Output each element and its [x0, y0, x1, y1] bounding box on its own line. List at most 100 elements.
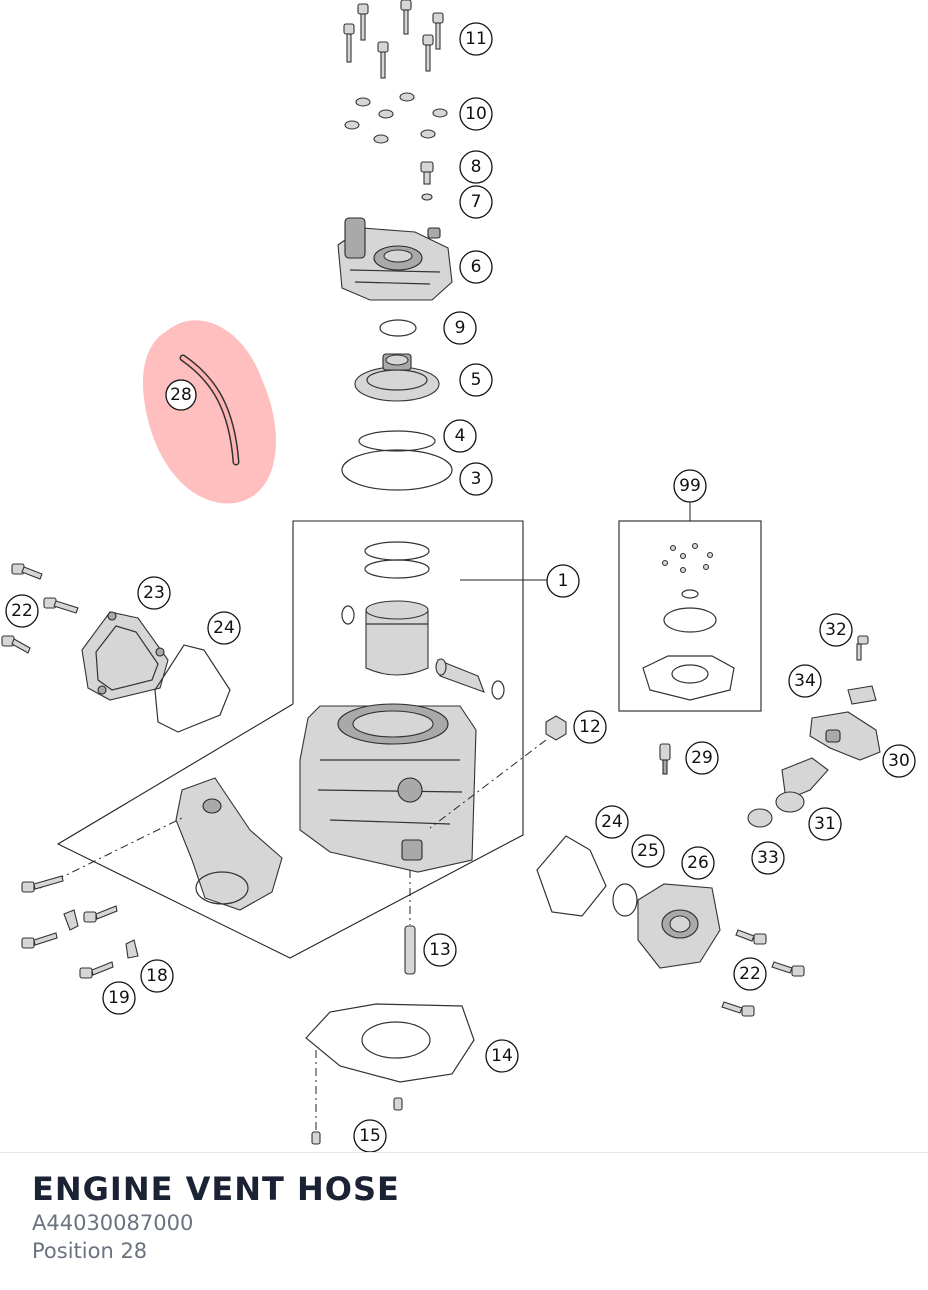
spacer-34[interactable]	[847, 685, 877, 705]
cylinder[interactable]	[299, 703, 477, 873]
o-ring-9[interactable]	[379, 319, 417, 337]
part-name: ENGINE VENT HOSE	[32, 1170, 400, 1208]
circlip-right[interactable]	[491, 680, 505, 700]
svg-text:26: 26	[687, 853, 709, 873]
stud-13[interactable]	[404, 870, 416, 975]
circlip-left[interactable]	[341, 605, 355, 625]
dowels-15[interactable]	[311, 1050, 403, 1145]
callout-14[interactable]: 14	[485, 1039, 519, 1073]
callout-13[interactable]: 13	[423, 933, 457, 967]
svg-text:13: 13	[429, 940, 451, 960]
svg-text:6: 6	[471, 257, 482, 277]
callout-34[interactable]: 34	[788, 664, 822, 698]
svg-text:5: 5	[471, 370, 482, 390]
cylinder-head-cover-6[interactable]	[337, 217, 453, 301]
svg-text:24: 24	[601, 812, 623, 832]
svg-text:4: 4	[455, 426, 466, 446]
callout-22-left[interactable]: 22	[5, 594, 39, 628]
svg-text:23: 23	[143, 583, 165, 603]
callout-99[interactable]: 99	[673, 469, 707, 503]
svg-text:9: 9	[455, 318, 466, 338]
callout-25[interactable]: 25	[631, 834, 665, 868]
cylinder-group-box	[56, 520, 548, 959]
cover-26[interactable]	[637, 883, 721, 969]
svg-text:12: 12	[579, 717, 601, 737]
piston-rings[interactable]	[364, 541, 430, 579]
callout-9[interactable]: 9	[443, 311, 477, 345]
sensor-29[interactable]	[659, 743, 671, 775]
cylinder-head-insert-5[interactable]	[354, 353, 440, 402]
callout-32[interactable]: 32	[819, 613, 853, 647]
callout-5[interactable]: 5	[459, 363, 493, 397]
svg-text:8: 8	[471, 157, 482, 177]
bolts-22-right[interactable]	[721, 929, 805, 1017]
callout-11[interactable]: 11	[459, 22, 493, 56]
callout-28[interactable]: 28	[165, 379, 197, 411]
svg-text:10: 10	[465, 104, 487, 124]
callout-15[interactable]: 15	[353, 1119, 387, 1152]
svg-text:22: 22	[739, 964, 761, 984]
callout-10[interactable]: 10	[459, 97, 493, 131]
bolts-lower-left[interactable]	[21, 905, 118, 979]
svg-text:1: 1	[558, 571, 569, 591]
callout-29[interactable]: 29	[685, 741, 719, 775]
o-ring-25[interactable]	[612, 883, 638, 917]
clamp-18[interactable]	[63, 909, 139, 959]
svg-text:24: 24	[213, 618, 235, 638]
actuator-30[interactable]	[809, 711, 881, 761]
callout-7[interactable]: 7	[459, 185, 493, 219]
callout-12[interactable]: 12	[573, 710, 607, 744]
cover-23[interactable]	[81, 611, 169, 701]
callout-6[interactable]: 6	[459, 250, 493, 284]
bolt-32[interactable]	[856, 635, 869, 661]
callout-24-right[interactable]: 24	[595, 805, 629, 839]
svg-text:7: 7	[471, 192, 482, 212]
gasket-24-right[interactable]	[536, 835, 607, 917]
callout-18[interactable]: 18	[140, 959, 174, 993]
exploded-parts-diagram: 11 10 8 7 6 9 5 4 3 28 99 1 23 22 24 32 …	[1, 0, 916, 1152]
callout-8[interactable]: 8	[459, 150, 493, 184]
callout-26[interactable]: 26	[681, 846, 715, 880]
part-number: A44030087000	[32, 1211, 194, 1235]
piston-pin[interactable]	[435, 658, 485, 693]
svg-text:19: 19	[108, 988, 130, 1008]
callout-31[interactable]: 31	[808, 807, 842, 841]
gasket-kit-box-99[interactable]	[618, 500, 762, 712]
o-ring-3[interactable]	[341, 449, 453, 491]
callout-1[interactable]: 1	[546, 564, 580, 598]
svg-text:99: 99	[679, 476, 701, 496]
svg-text:15: 15	[359, 1126, 381, 1146]
washer-7[interactable]	[421, 193, 433, 201]
callout-19[interactable]: 19	[102, 981, 136, 1015]
washers-10[interactable]	[344, 92, 448, 144]
svg-text:28: 28	[170, 385, 192, 405]
o-ring-4[interactable]	[358, 430, 436, 452]
svg-text:31: 31	[814, 814, 836, 834]
svg-text:30: 30	[888, 751, 910, 771]
callout-23[interactable]: 23	[137, 576, 171, 610]
piston[interactable]	[365, 600, 429, 676]
callout-30[interactable]: 30	[882, 744, 916, 778]
gasket-24-left[interactable]	[154, 644, 231, 733]
callout-4[interactable]: 4	[443, 419, 477, 453]
callout-22-right[interactable]: 22	[733, 957, 767, 991]
nut-12[interactable]	[429, 715, 567, 829]
callout-3[interactable]: 3	[459, 462, 493, 496]
callout-24-left[interactable]: 24	[207, 611, 241, 645]
svg-text:22: 22	[11, 601, 33, 621]
screw-8[interactable]	[420, 161, 434, 185]
svg-text:3: 3	[471, 469, 482, 489]
callout-33[interactable]: 33	[751, 841, 785, 875]
highlight-position-28[interactable]	[142, 320, 276, 504]
seal-33[interactable]	[747, 808, 773, 828]
bolt-left-1[interactable]	[21, 875, 64, 893]
svg-text:14: 14	[491, 1046, 513, 1066]
base-gasket-14[interactable]	[305, 1003, 475, 1083]
housing-31[interactable]	[775, 757, 829, 813]
intake-flange[interactable]	[175, 777, 283, 911]
svg-text:33: 33	[757, 848, 779, 868]
bolts-11[interactable]	[343, 0, 444, 79]
svg-text:29: 29	[691, 748, 713, 768]
svg-text:34: 34	[794, 671, 816, 691]
bolts-22-left[interactable]	[1, 563, 79, 654]
